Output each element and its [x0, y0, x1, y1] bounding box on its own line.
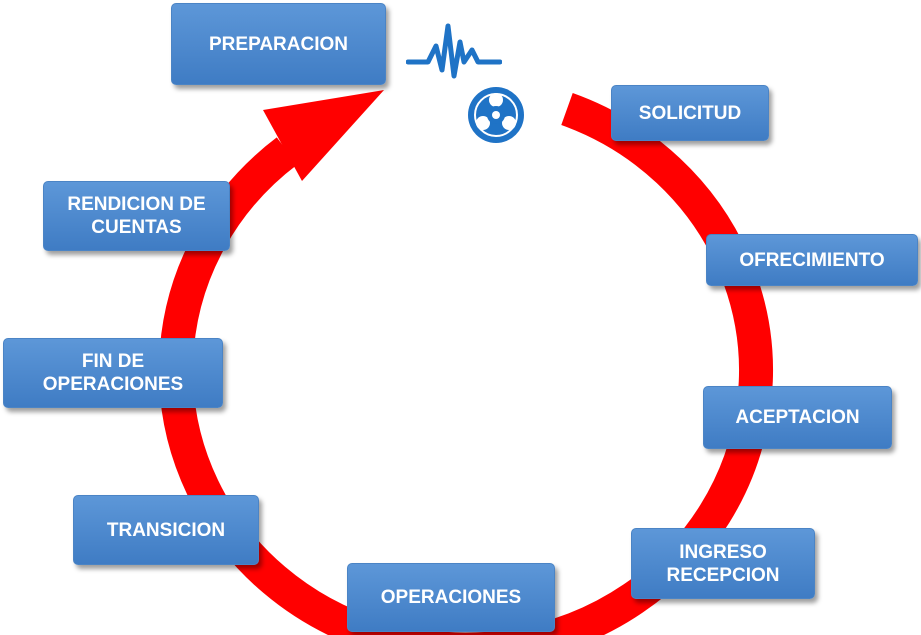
- step-transicion: TRANSICION: [73, 495, 259, 565]
- step-rendicion-de-cuentas: RENDICION DE CUENTAS: [43, 181, 230, 251]
- heartbeat-icon: [406, 23, 502, 79]
- step-fin-de-operaciones: FIN DE OPERACIONES: [3, 338, 223, 408]
- step-solicitud: SOLICITUD: [611, 85, 769, 141]
- step-operaciones: OPERACIONES: [347, 563, 555, 632]
- step-preparacion: PREPARACION: [171, 3, 386, 85]
- step-ofrecimiento: OFRECIMIENTO: [706, 234, 918, 286]
- cycle-arrowhead: [263, 90, 384, 181]
- step-ingreso-recepcion: INGRESO RECEPCION: [631, 528, 815, 599]
- biohazard-icon: [468, 87, 524, 143]
- step-aceptacion: ACEPTACION: [703, 386, 892, 449]
